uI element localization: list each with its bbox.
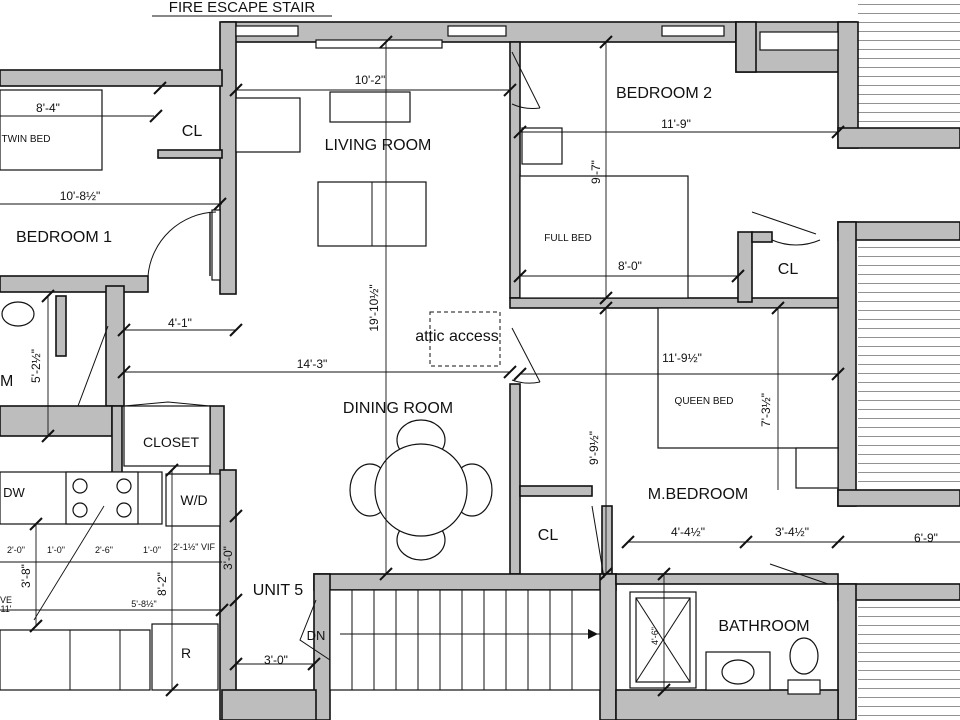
dim-kitchen-3-8: 3'-8" xyxy=(19,564,33,588)
dining-room-label: DINING ROOM xyxy=(343,400,453,417)
dim-living-width: 10'-2" xyxy=(355,73,386,87)
dim-master-depth: 9'-9½" xyxy=(587,431,601,465)
living-room-label: LIVING ROOM xyxy=(325,137,432,154)
closet-label: CLOSET xyxy=(143,434,199,450)
dim-bed1-width: 10'-8½" xyxy=(60,189,101,203)
dishwasher-label: DW xyxy=(3,485,25,500)
dim-bath-c: 6'-9" xyxy=(914,531,938,545)
washer-dryer xyxy=(165,473,221,527)
range-label: VE xyxy=(0,595,12,605)
closet-box xyxy=(123,405,211,467)
unit-label: UNIT 5 xyxy=(253,582,303,599)
exterior-hatching xyxy=(858,0,960,720)
dim-master-bed: 7'-3½" xyxy=(759,393,773,427)
attic-access-hatch xyxy=(429,311,501,367)
dim-kitchen-1-0a: 1'-0" xyxy=(47,545,65,555)
bedroom-1-label: BEDROOM 1 xyxy=(16,229,112,246)
dim-kitchen-11: 11' xyxy=(0,604,11,614)
walls xyxy=(0,21,960,720)
stair xyxy=(329,589,601,691)
bath-sink xyxy=(1,301,35,327)
attic-access-label: attic access xyxy=(415,328,499,345)
dim-bath-a: 4'-4½" xyxy=(671,525,705,539)
dim-kitchen-2-6: 2'-6" xyxy=(95,545,113,555)
refrigerator xyxy=(151,623,219,691)
dim-shower: 4'-6" xyxy=(650,627,660,645)
dim-bed2-bed: 8'-0" xyxy=(618,259,642,273)
dim-kitchen-2-0: 2'-0" xyxy=(7,545,25,555)
dim-kitchen-3-0: 3'-0" xyxy=(221,546,235,570)
dining-table xyxy=(374,443,468,537)
queen-bed-label: QUEEN BED xyxy=(675,396,734,407)
dim-hall-14-3: 14'-3" xyxy=(297,357,328,371)
toilet xyxy=(789,637,819,675)
dimension-lines xyxy=(0,42,960,690)
full-bed-label: FULL BED xyxy=(544,233,591,244)
dim-bed2-depth: 9'-7" xyxy=(589,160,603,184)
labels: FIRE ESCAPE STAIR LIVING ROOM DINING ROO… xyxy=(0,0,938,667)
washer-dryer-label: W/D xyxy=(180,492,207,508)
closet-bed1-label: CL xyxy=(182,123,203,140)
closet-master-label: CL xyxy=(538,527,559,544)
dim-living-length: 19'-10½" xyxy=(367,284,381,331)
dim-entry-3-0: 3'-0" xyxy=(264,653,288,667)
twin-bed xyxy=(0,89,103,171)
dim-hall-4-1: 4'-1" xyxy=(168,316,192,330)
master-bedroom-label: M.BEDROOM xyxy=(648,486,748,503)
dim-bed1-top: 8'-4" xyxy=(36,101,60,115)
stair-down-label: DN xyxy=(307,628,326,643)
bathroom-label: BATHROOM xyxy=(718,618,809,635)
bedroom-2-label: BEDROOM 2 xyxy=(616,85,712,102)
windows xyxy=(211,25,839,281)
fire-escape-label: FIRE ESCAPE STAIR xyxy=(169,0,316,16)
dim-left-bath: 5'-2½" xyxy=(29,349,43,383)
twin-bed-label: TWIN BED xyxy=(2,134,51,145)
queen-bed xyxy=(657,307,839,449)
furniture xyxy=(0,89,839,695)
dim-kitchen-1-0b: 1'-0" xyxy=(143,545,161,555)
dim-master-width: 11'-9½" xyxy=(662,351,702,365)
left-room-label: M xyxy=(0,373,13,390)
dim-kitchen-8-2: 8'-2" xyxy=(155,572,169,596)
doors xyxy=(77,51,829,661)
dim-kitchen-5-8: 5'-8½" xyxy=(131,599,156,609)
refrigerator-label: R xyxy=(181,645,191,661)
dimension-ticks xyxy=(29,35,845,697)
full-bed xyxy=(519,175,689,299)
dim-bath-b: 3'-4½" xyxy=(775,525,809,539)
closet-bed2-label: CL xyxy=(778,261,799,278)
dim-kitchen-2-1-vif: 2'-1½" VIF xyxy=(173,542,215,552)
dim-bed2-width: 11'-9" xyxy=(661,117,691,131)
